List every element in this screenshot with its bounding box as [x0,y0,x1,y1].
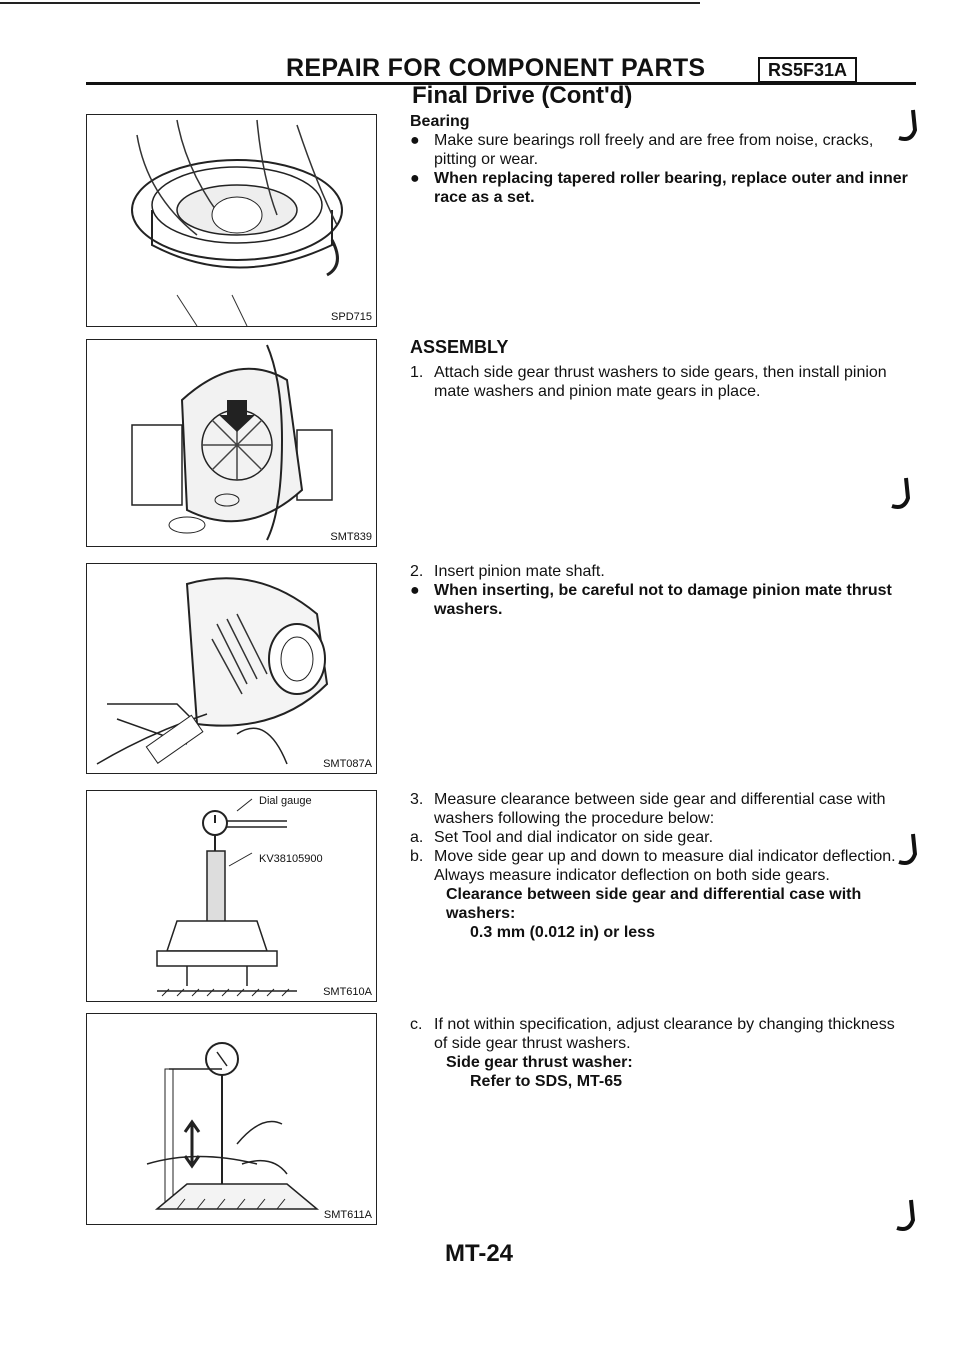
assembly-step-3: 3. Measure clearance between side gear a… [410,790,910,942]
margin-check-mark [898,109,918,141]
differential-case-illustration [131,344,333,541]
step-3c-text: If not within specification, adjust clea… [434,1016,895,1052]
bearing-section: Bearing ● Make sure bearings roll freely… [410,112,910,207]
step-3b: b. Move side gear up and down to measure… [410,847,910,885]
step-3-text: Measure clearance between side gear and … [434,791,886,827]
figure-side-gear-install: SMT839 [86,339,377,547]
step-1-text: Attach side gear thrust washers to side … [434,364,887,400]
step-2-note-text: When inserting, be careful not to damage… [434,582,892,618]
bearing-illustration [131,119,343,326]
bearing-bullet-2: ● When replacing tapered roller bearing,… [410,169,910,207]
bearing-bullet-1-text: Make sure bearings roll freely and are f… [434,132,874,168]
clearance-spec-label: Clearance between side gear and differen… [446,886,862,922]
figure-clearance-measure: SMT611A [86,1013,377,1225]
page-header: REPAIR FOR COMPONENT PARTS RS5F31A [86,54,916,84]
bullet-mark: ● [410,582,420,599]
step-3a: a. Set Tool and dial indicator on side g… [410,828,910,847]
step-number: 3. [410,791,424,808]
figure-label: SMT611A [323,1209,372,1221]
step-3b-text: Move side gear up and down to measure di… [434,848,896,884]
header-rule [86,82,916,85]
assembly-heading: ASSEMBLY [410,337,509,357]
margin-check-mark [896,1199,916,1231]
figure-label: SMT087A [323,758,372,770]
bullet-mark: ● [410,132,420,149]
step-3a-text: Set Tool and dial indicator on side gear… [434,829,714,846]
margin-check-mark [898,833,918,865]
figure-dial-gauge-setup: Dial gauge KV38105900 SMT610A [86,790,377,1002]
bullet-mark: ● [410,170,420,187]
step-3: 3. Measure clearance between side gear a… [410,790,910,828]
washer-label: Side gear thrust washer: [446,1054,633,1071]
figure-pinion-shaft-insert: SMT087A [86,563,377,774]
margin-check-mark [891,477,911,509]
page-header-title: REPAIR FOR COMPONENT PARTS [286,54,706,82]
section-title: Final Drive (Cont'd) [412,82,633,109]
step-number: 2. [410,563,424,580]
washer-reference: Refer to SDS, MT-65 [470,1073,623,1090]
pinion-shaft-illustration [96,577,329,765]
dial-gauge-callout: Dial gauge [259,795,312,807]
clearance-spec-value: 0.3 mm (0.012 in) or less [470,924,655,941]
bearing-heading: Bearing [410,113,470,130]
tool-number-callout: KV38105900 [259,853,323,865]
step-2-text: Insert pinion mate shaft. [434,563,605,580]
dial-gauge-illustration [156,798,297,997]
bearing-bullet-1: ● Make sure bearings roll freely and are… [410,131,910,169]
page-number: MT-24 [445,1240,514,1267]
figure-bearing-inspection: SPD715 [86,114,377,327]
figure-label: SMT610A [323,986,372,998]
step-2-note: ● When inserting, be careful not to dama… [410,581,910,619]
assembly-step-2: 2. Insert pinion mate shaft. ● When inse… [410,562,910,619]
bearing-bullet-2-text: When replacing tapered roller bearing, r… [434,170,908,206]
step-3c: c. If not within specification, adjust c… [410,1015,910,1053]
figure-label: SPD715 [331,311,372,323]
step-number: 1. [410,364,424,381]
clearance-measure-illustration [146,1042,320,1210]
model-code-badge: RS5F31A [758,57,858,83]
step-2: 2. Insert pinion mate shaft. [410,562,910,581]
step-1: 1. Attach side gear thrust washers to si… [410,363,910,401]
step-letter: a. [410,829,424,846]
assembly-step-3c: c. If not within specification, adjust c… [410,1015,910,1091]
step-letter: c. [410,1016,423,1033]
top-rule [0,2,700,4]
assembly-step-1: ASSEMBLY 1. Attach side gear thrust wash… [410,338,910,401]
figure-label: SMT839 [330,531,372,543]
step-letter: b. [410,848,424,865]
